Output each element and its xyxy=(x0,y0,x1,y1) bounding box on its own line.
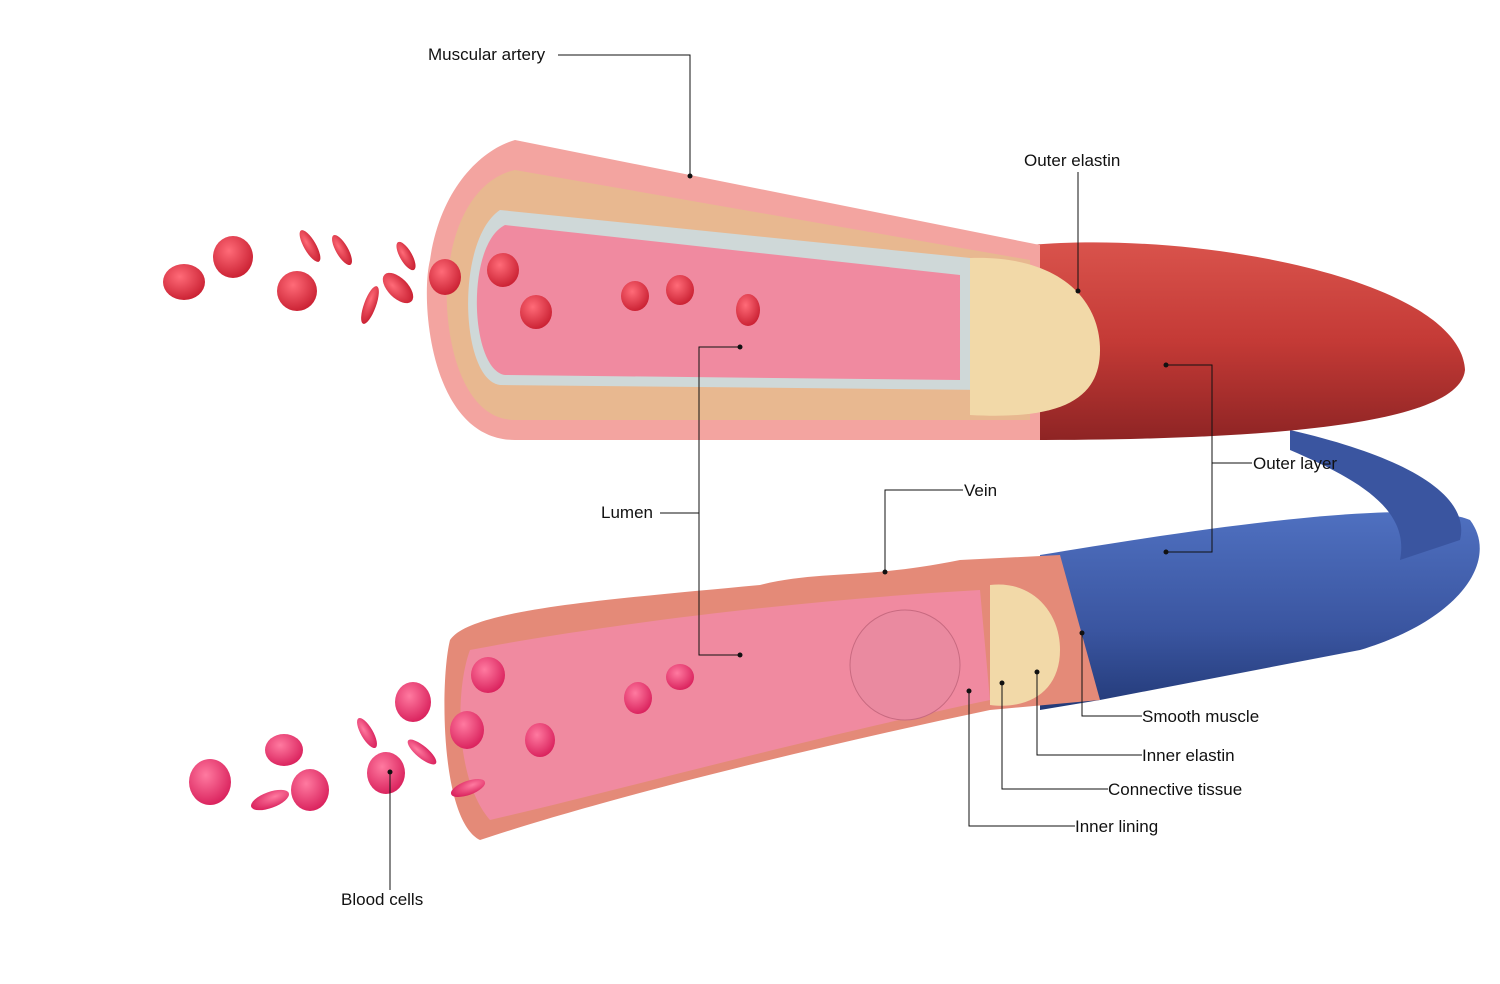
label-smooth-muscle: Smooth muscle xyxy=(1142,707,1260,726)
blood-cells xyxy=(163,230,760,811)
label-lumen: Lumen xyxy=(601,503,653,522)
vein xyxy=(444,430,1480,840)
label-vein: Vein xyxy=(964,481,998,500)
leader-lines xyxy=(389,54,1252,890)
label-connective-tissue: Connective tissue xyxy=(1108,780,1243,799)
artery xyxy=(426,140,1465,440)
leader-dots xyxy=(387,173,1169,775)
label-inner-lining: Inner lining xyxy=(1075,817,1159,836)
label-outer-elastin: Outer elastin xyxy=(1024,151,1121,170)
label-blood-cells: Blood cells xyxy=(341,890,424,909)
label-outer-layer: Outer layer xyxy=(1253,454,1338,473)
label-inner-elastin: Inner elastin xyxy=(1142,746,1235,765)
label-muscular-artery: Muscular artery xyxy=(428,45,546,64)
